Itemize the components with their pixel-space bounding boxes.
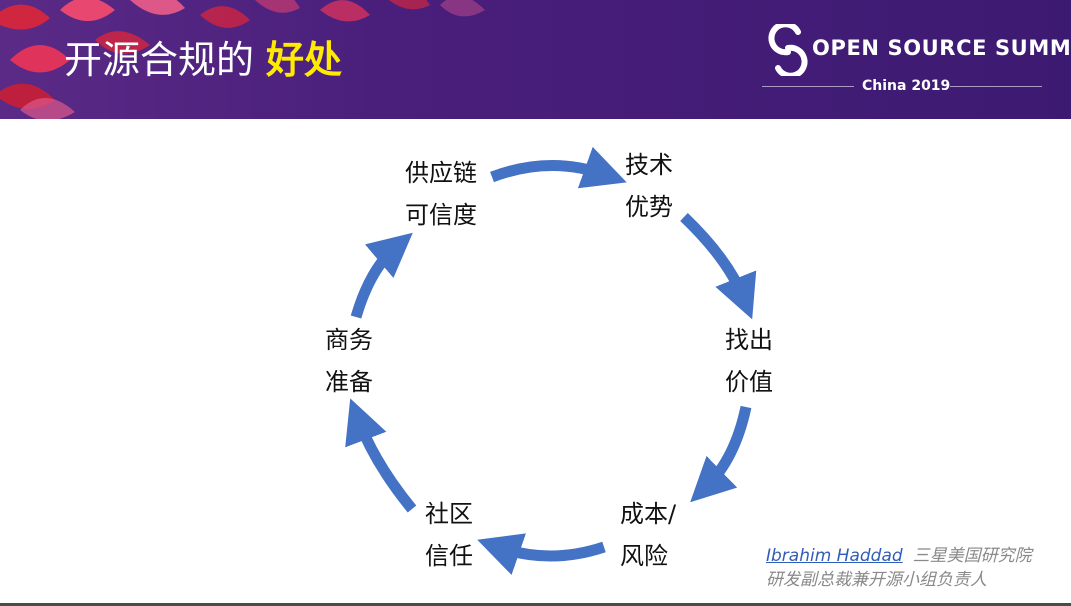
title-accent: 好处 <box>266 38 343 82</box>
arrow-lower-right <box>690 405 752 503</box>
author-link[interactable]: Ibrahim Haddad <box>766 546 903 566</box>
slide-title: 开源合规的好处 <box>64 34 342 86</box>
benefit-cycle-diagram: 供应链 可信度 技术 优势 找出 价值 成本/ 风险 社区 信任 商务 准备 <box>0 119 1071 606</box>
header-banner: 开源合规的好处 OPEN SOURCE SUMMIT China 2019 <box>0 0 1071 119</box>
node-line: 社区 <box>425 500 473 528</box>
node-line: 信任 <box>425 542 473 570</box>
node-line: 技术 <box>625 151 673 179</box>
node-tech-advantage: 技术 优势 <box>625 144 673 228</box>
node-supply-chain: 供应链 可信度 <box>405 152 477 236</box>
author-title: 研发副总裁兼开源小组负责人 <box>766 570 987 590</box>
node-line: 可信度 <box>405 201 477 229</box>
arrow-top <box>490 146 627 189</box>
author-org: 三星美国研究院 <box>912 546 1032 566</box>
node-business-ready: 商务 准备 <box>325 319 373 403</box>
node-line: 成本/ <box>620 500 677 528</box>
attribution: Ibrahim Haddad 三星美国研究院 研发副总裁兼开源小组负责人 <box>766 544 1032 592</box>
node-line: 风险 <box>620 542 668 570</box>
title-main: 开源合规的 <box>64 38 255 82</box>
brand-name: OPEN SOURCE SUMMIT <box>812 36 1071 60</box>
node-line: 供应链 <box>405 159 477 187</box>
arrow-upper-left <box>350 232 413 319</box>
arrow-lower-left <box>345 398 417 513</box>
summit-logo-icon <box>768 24 808 76</box>
node-line: 商务 <box>325 326 373 354</box>
node-cost-risk: 成本/ 风险 <box>620 493 676 577</box>
leaf-decoration-icon <box>0 0 485 119</box>
arrow-bottom <box>477 533 606 575</box>
cycle-arrows <box>345 146 757 575</box>
node-line: 准备 <box>325 368 373 396</box>
brand-subtitle: China 2019 <box>862 78 951 94</box>
node-find-value: 找出 价值 <box>725 319 773 403</box>
node-line: 优势 <box>625 193 673 221</box>
brand-divider <box>762 86 854 87</box>
node-line: 价值 <box>725 368 773 396</box>
brand-divider <box>950 86 1042 87</box>
arrow-upper-right <box>680 213 757 320</box>
footer-divider <box>0 603 1071 606</box>
node-line: 找出 <box>725 326 773 354</box>
node-community-trust: 社区 信任 <box>425 493 473 577</box>
